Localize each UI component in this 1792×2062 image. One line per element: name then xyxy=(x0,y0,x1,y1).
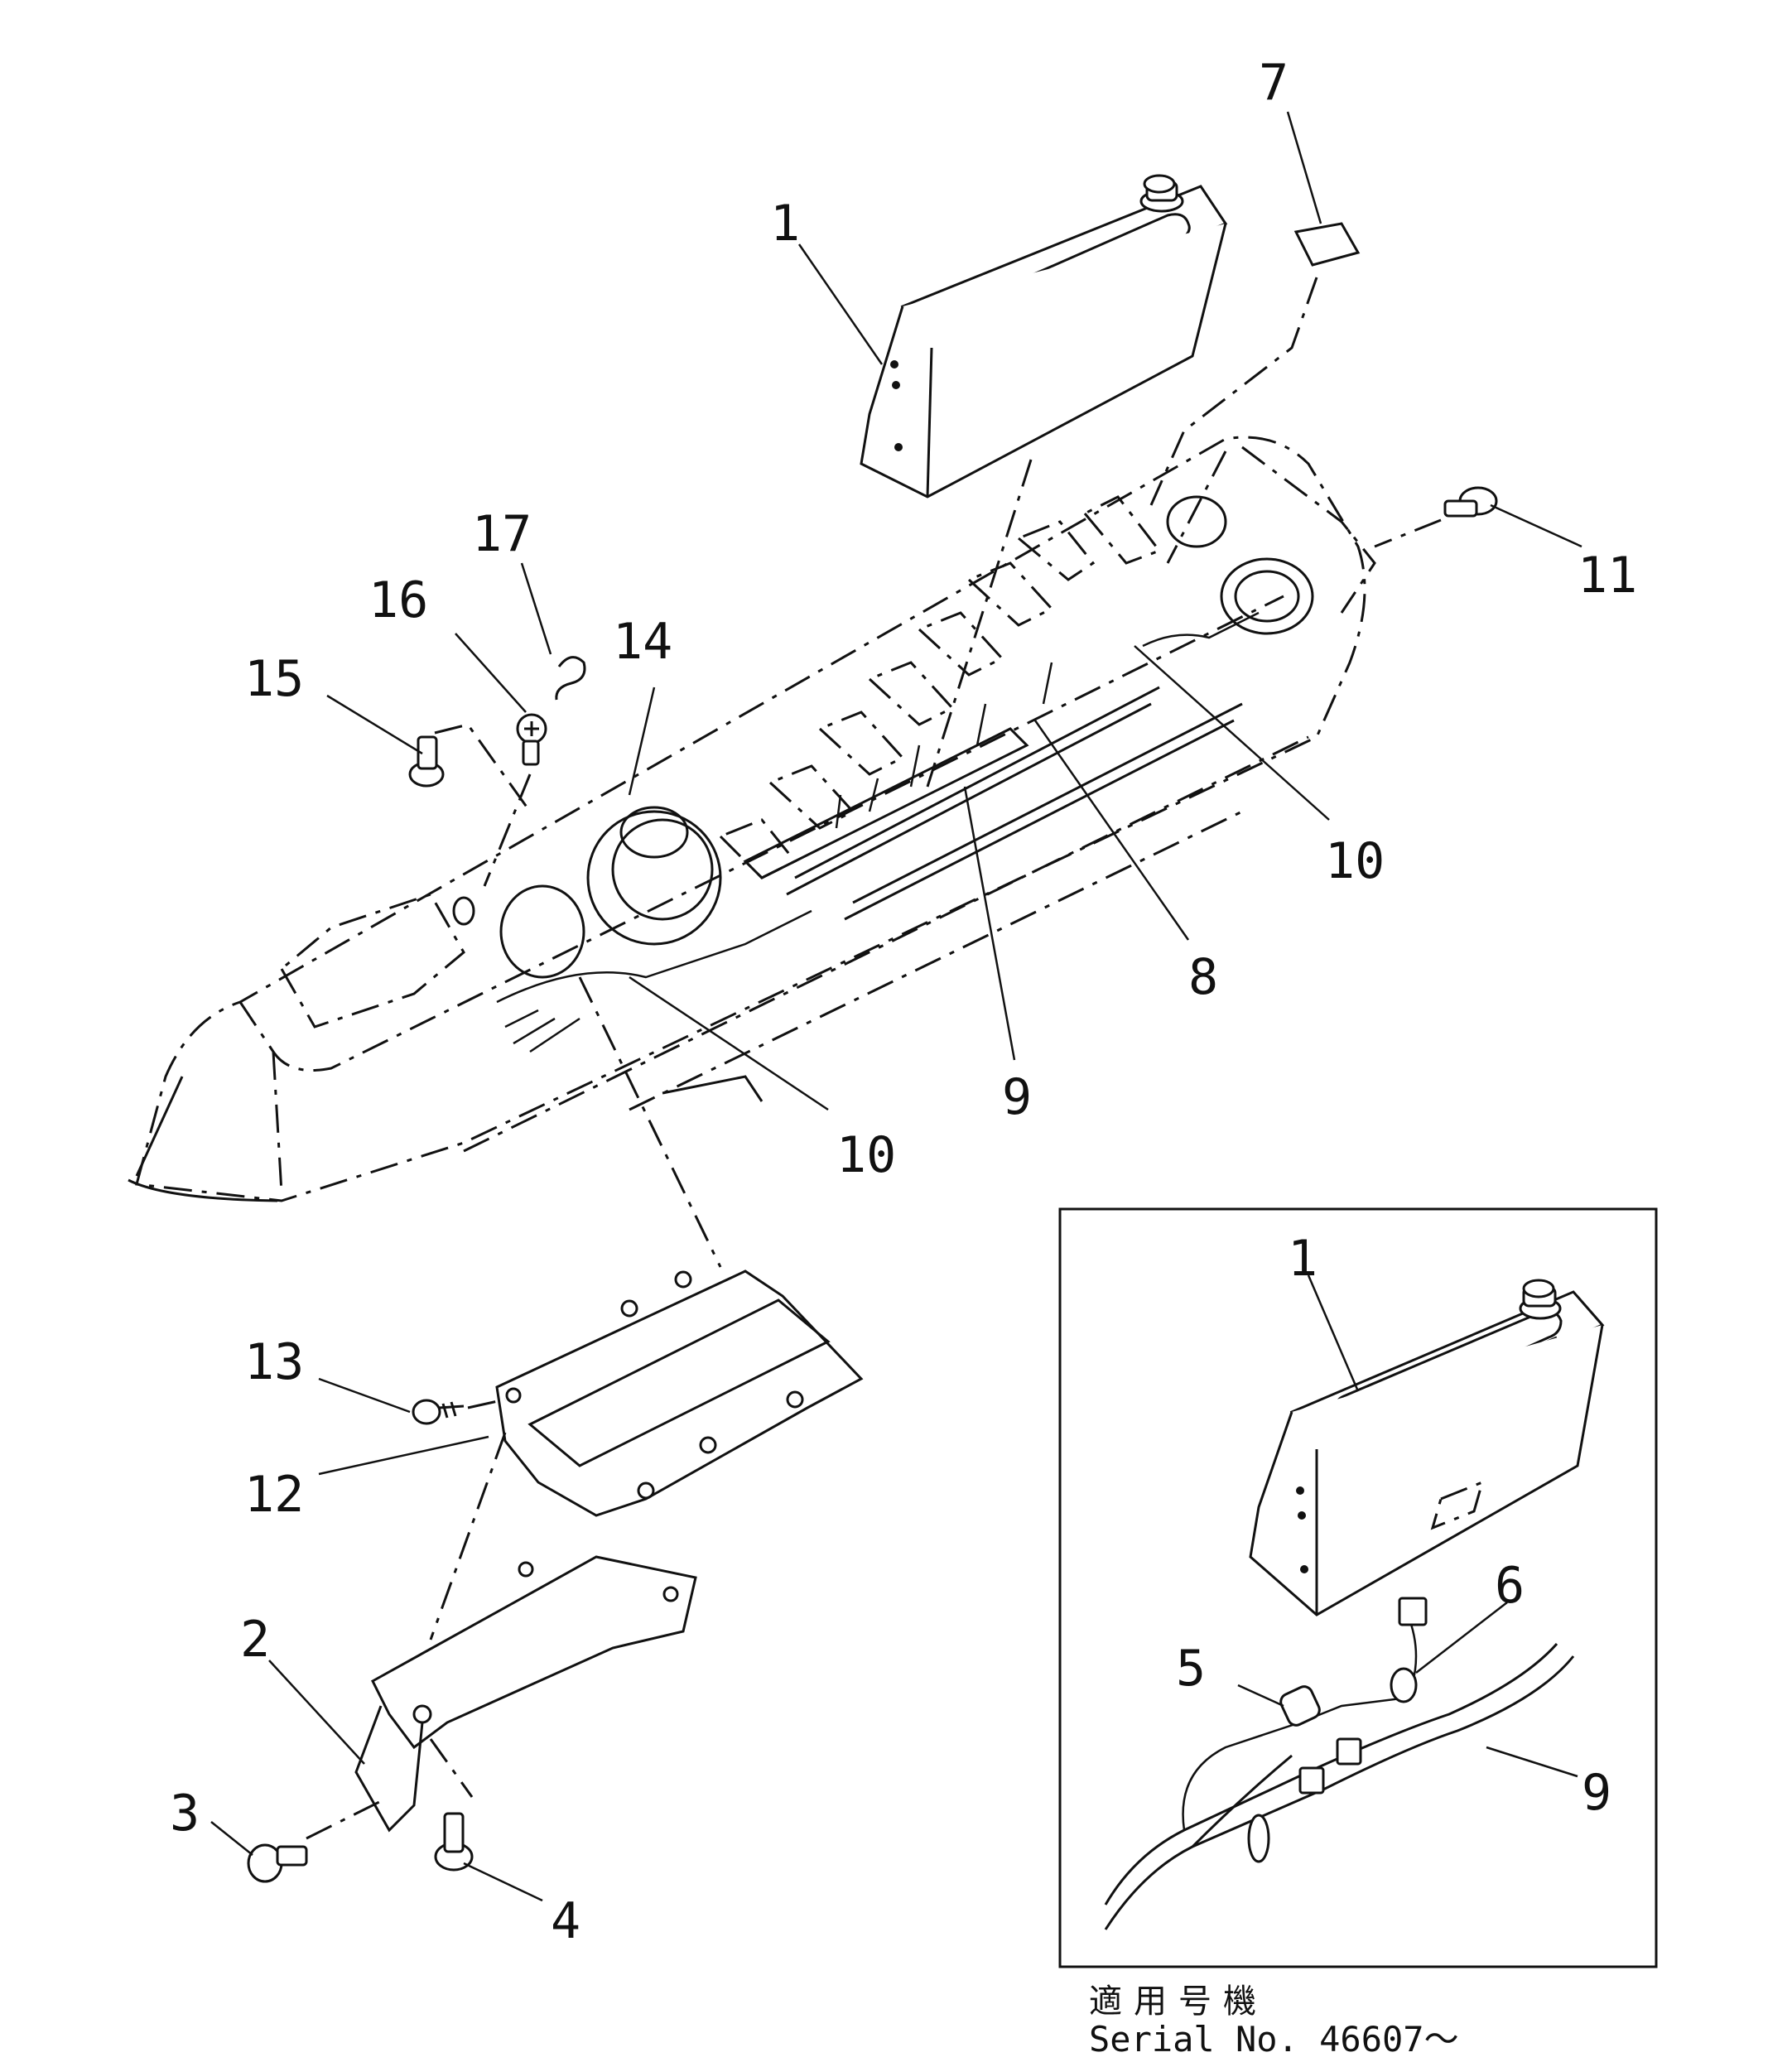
serial-number-label: Serial No. 46607～ xyxy=(1089,2019,1459,2060)
inset-callout-5: 5 xyxy=(1176,1640,1206,1698)
part-11-bolt xyxy=(1374,486,1498,548)
dashboard-panel xyxy=(128,436,1376,1202)
callout-8: 8 xyxy=(1188,948,1218,1006)
inset-wiring-harness xyxy=(1104,1597,1575,1930)
serial-applicability-note: 適用号機 Serial No. 46607～ xyxy=(1089,1983,1459,2060)
part-3-bolt xyxy=(247,1843,308,1883)
part-15-screw xyxy=(408,723,532,812)
part-7-cover xyxy=(1149,222,1361,506)
callout-12: 12 xyxy=(244,1466,304,1524)
inset-part-1-monitor xyxy=(1249,1279,1605,1616)
inset-callout-6: 6 xyxy=(1495,1557,1525,1615)
inset-callout-9: 9 xyxy=(1582,1764,1611,1822)
callout-14: 14 xyxy=(613,613,672,671)
callout-16: 16 xyxy=(369,571,428,629)
inset-callout-1: 1 xyxy=(1288,1230,1318,1288)
callout-13: 13 xyxy=(244,1333,304,1391)
part-16-screw xyxy=(483,713,547,887)
part-13-screw xyxy=(412,1398,506,1425)
leader-lines xyxy=(210,111,1582,1902)
part-17-clip xyxy=(555,656,586,701)
callout-10-left: 10 xyxy=(836,1126,896,1184)
callout-10-right: 10 xyxy=(1325,832,1385,890)
leader-1-dash xyxy=(926,459,1033,788)
part-4-bolt xyxy=(434,1812,474,1872)
callout-2: 2 xyxy=(240,1611,270,1669)
callout-15: 15 xyxy=(244,650,304,708)
part-12-frame xyxy=(429,976,864,1640)
serial-label-japanese: 適用号機 xyxy=(1089,1983,1268,2021)
callout-9: 9 xyxy=(1002,1068,1032,1126)
callout-7: 7 xyxy=(1259,54,1289,112)
callout-17: 17 xyxy=(472,505,532,563)
callout-labels: 1 7 11 17 16 14 15 10 8 9 10 13 12 2 3 4… xyxy=(170,54,1637,1950)
callout-11: 11 xyxy=(1578,547,1637,605)
detail-inset-box xyxy=(1058,1207,1658,1968)
part-2-bracket xyxy=(306,1555,697,1840)
callout-3: 3 xyxy=(170,1785,200,1843)
part-1-monitor xyxy=(860,174,1228,499)
callout-1: 1 xyxy=(770,195,800,253)
callout-4: 4 xyxy=(551,1892,580,1950)
